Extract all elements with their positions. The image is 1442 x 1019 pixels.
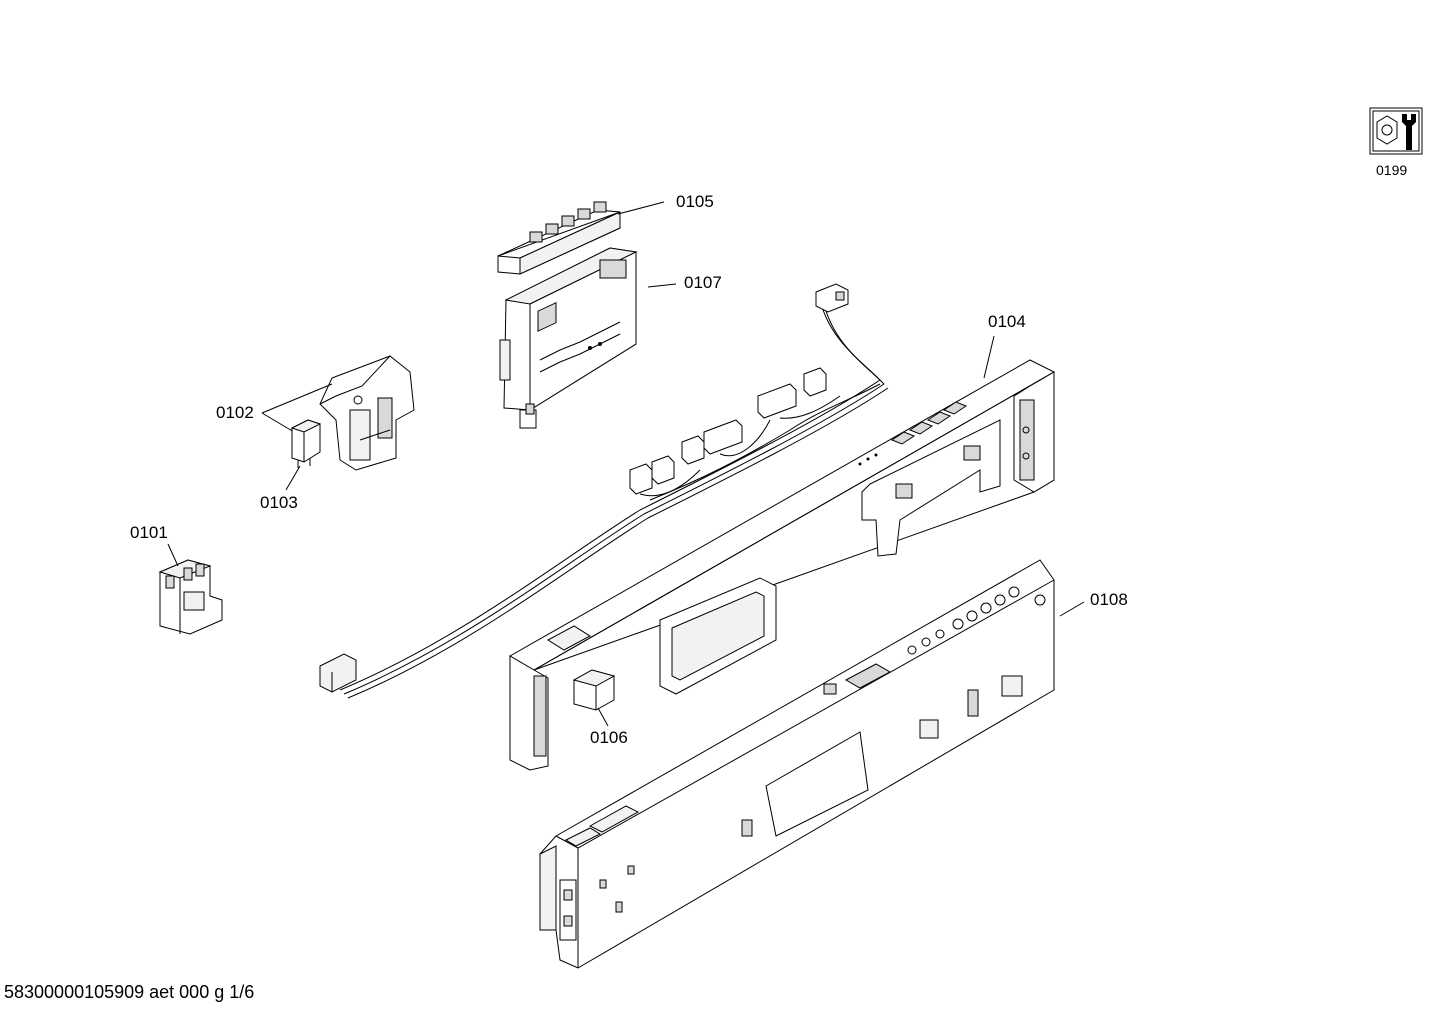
leader-0104 — [983, 335, 995, 379]
part-0108-front-panel — [539, 559, 1055, 969]
part-0101-connector-block — [158, 559, 223, 635]
label-0102: 0102 — [216, 403, 254, 422]
document-id: 58300000105909 aet 000 g 1/6 — [4, 982, 255, 1002]
part-0105-button-strip — [497, 201, 621, 275]
leader-0106 — [597, 707, 609, 727]
leader-0107 — [647, 283, 677, 288]
tools-service-icon — [1369, 107, 1423, 155]
leader-0101 — [167, 543, 179, 567]
part-0104-control-panel-frame — [508, 359, 1056, 771]
leader-0102-a — [261, 383, 333, 414]
part-0107-control-module — [499, 247, 638, 429]
label-0107: 0107 — [684, 273, 722, 292]
leader-0102-b — [261, 412, 295, 433]
leader-0105 — [617, 201, 665, 215]
part-0106-small-cube — [572, 669, 616, 711]
label-0108: 0108 — [1090, 590, 1128, 609]
label-0101: 0101 — [130, 523, 168, 542]
part-0102-valve-assembly — [319, 355, 415, 471]
label-0103: 0103 — [260, 493, 298, 512]
part-0103-small-relay — [290, 419, 322, 468]
wire-harness — [319, 283, 889, 699]
leader-0103 — [285, 465, 301, 491]
label-0104: 0104 — [988, 312, 1026, 331]
leader-0108 — [1059, 601, 1085, 617]
tools-icon-label: 0199 — [1376, 162, 1407, 178]
label-0106: 0106 — [590, 728, 628, 747]
label-0105: 0105 — [676, 192, 714, 211]
